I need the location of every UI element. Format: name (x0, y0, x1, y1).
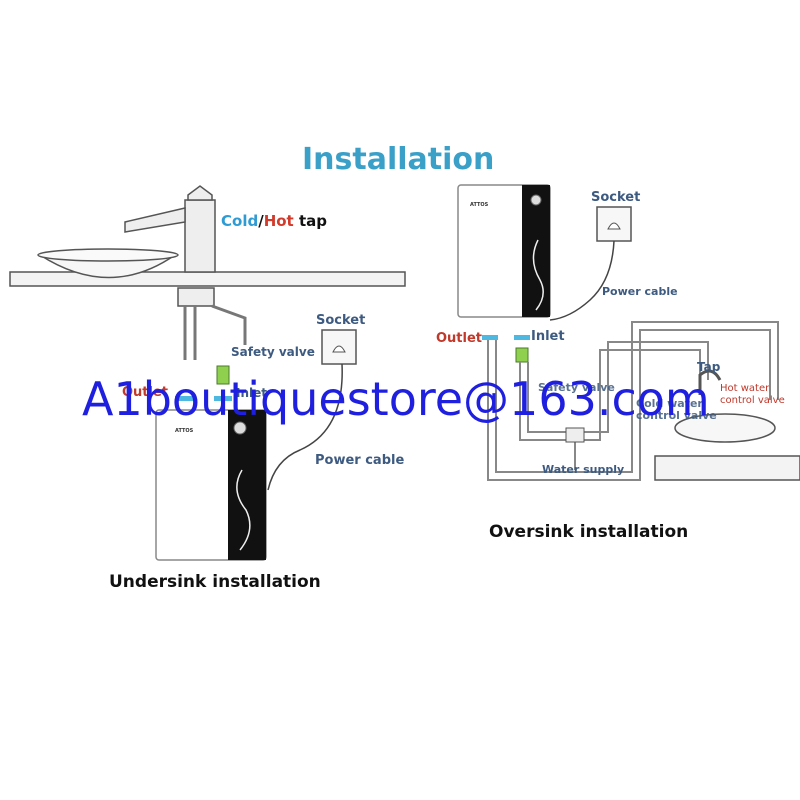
oversink-heater-knob (530, 194, 542, 206)
oversink-caption: Oversink installation (489, 522, 689, 542)
undersink-caption: Undersink installation (109, 572, 321, 592)
oversink-power-cable (549, 240, 615, 321)
oversink-heater-panel (522, 185, 550, 317)
tap-label-cold: Cold (221, 212, 259, 230)
undersink-inlet-label: Inlet (236, 386, 267, 400)
page-title: Installation (302, 142, 495, 177)
undersink-safety-valve-label: Safety valve (231, 345, 315, 359)
oversink-cold-valve-label: Cold water control valve (636, 397, 717, 422)
undersink-heater-panel (228, 410, 266, 560)
oversink-water-supply-label: Water supply (542, 463, 625, 476)
counter-fitting (177, 287, 215, 307)
oversink-socket (596, 206, 632, 242)
countertop (9, 271, 406, 287)
oversink-tap-label: Tap (697, 360, 721, 374)
watermark-text: A1boutiquestore@163.com (82, 372, 710, 426)
oversink-heater-swirl (532, 239, 544, 311)
undersink-heater-swirl (236, 469, 251, 551)
oversink-brand-logo: ATTOS (470, 202, 489, 208)
tap-label: Cold/Hot tap (221, 212, 327, 230)
oversink-socket-hole (607, 222, 621, 230)
oversink-socket-label: Socket (591, 190, 641, 205)
oversink-piping (487, 321, 779, 481)
undersink-brand-logo: ATTOS (175, 428, 194, 434)
water-supply-valve (565, 427, 585, 443)
undersink-socket-hole (332, 345, 346, 353)
hose-pipe (183, 304, 247, 360)
oversink-safety-valve (515, 347, 529, 363)
undersink-outlet-label: Outlet (122, 385, 169, 400)
oversink-tap (698, 369, 722, 395)
oversink-inlet-label: Inlet (531, 329, 565, 344)
oversink-outlet-label: Outlet (436, 331, 483, 346)
undersink-power-cable-label: Power cable (315, 453, 405, 468)
undersink-safety-valve (216, 365, 230, 385)
oversink-basin (674, 413, 776, 443)
oversink-power-cable-label: Power cable (602, 285, 678, 298)
oversink-inlet-connector (514, 335, 530, 340)
oversink-hot-valve-label: Hot water control valve (720, 383, 785, 406)
oversink-counter (654, 455, 800, 481)
undersink-heater-knob (233, 421, 247, 435)
tap-label-hot: Hot (263, 212, 294, 230)
undersink-outlet-connector (175, 396, 193, 401)
tap-label-suffix: tap (293, 212, 327, 230)
undersink-valve-connector (214, 396, 232, 401)
sink-basin-rim (37, 248, 179, 262)
oversink-outlet-connector (482, 335, 498, 340)
tap-label-separator: / (258, 212, 264, 230)
undersink-power-cable (267, 363, 343, 491)
faucet (124, 185, 216, 273)
undersink-socket-label: Socket (316, 313, 366, 328)
oversink-safety-valve-label: Safety valve (538, 381, 615, 394)
